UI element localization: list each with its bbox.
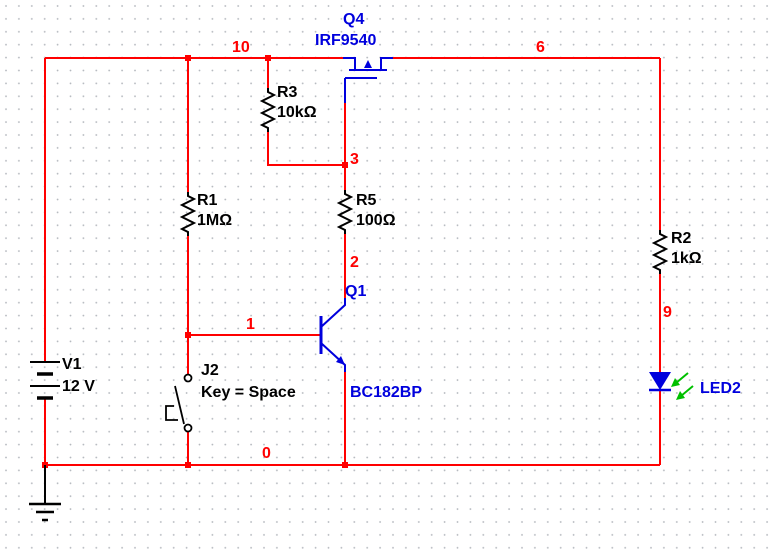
resistor-zigzag [336,190,354,234]
component-r2-resistor[interactable]: R2 1kΩ [651,230,702,274]
net-label-1: 1 [246,316,255,333]
junction-dot [342,462,348,468]
led-emission-arrowhead [676,391,685,400]
component-q1-bjt[interactable]: Q1 BC182BP [319,283,422,401]
q1-ref-label: Q1 [345,283,366,300]
switch-actuator [165,405,178,421]
r5-value-label: 100Ω [356,212,396,229]
v1-value-label: 12 V [62,378,95,395]
junction-dot [185,332,191,338]
resistor-zigzag [259,88,277,132]
mosfet-body-arrow [364,60,372,68]
component-led2[interactable]: LED2 [649,372,741,400]
q4-ref-label: Q4 [343,11,364,28]
mosfet-drain-lead [380,57,393,70]
switch-contact [183,423,193,433]
led2-ref-label: LED2 [700,380,741,397]
net-label-2: 2 [350,254,359,271]
net-label-0: 0 [262,445,271,462]
r3-ref-label: R3 [277,84,298,101]
net-label-10: 10 [232,39,250,56]
ground-symbol[interactable] [29,465,61,522]
component-q4-mosfet[interactable]: Q4 IRF9540 [315,11,393,103]
j2-ref-label: J2 [201,362,219,379]
resistor-zigzag [651,230,669,274]
junction-dot [185,55,191,61]
wires [44,57,661,466]
junction-dot [265,55,271,61]
junction-dot [185,462,191,468]
bjt-emitter-arrow [336,356,345,365]
component-r5-resistor[interactable]: R5 100Ω [336,190,396,234]
net-label-3: 3 [350,151,359,168]
led-emission-arrow [680,385,694,397]
r1-ref-label: R1 [197,192,218,209]
r1-value-label: 1MΩ [197,212,232,229]
junction-dot [342,162,348,168]
mosfet-source-lead [343,57,356,70]
led-triangle [649,372,671,390]
led-emission-arrowhead [671,378,680,387]
bjt-collector-lead [320,298,346,328]
wire-net3-r3-to-gate[interactable] [267,132,345,166]
r2-ref-label: R2 [671,230,692,247]
r3-value-label: 10kΩ [277,104,317,121]
net-label-9: 9 [663,304,672,321]
j2-key-label: Key = Space [201,384,296,401]
net-label-6: 6 [536,39,545,56]
switch-lever [174,385,185,425]
switch-contact [183,373,193,383]
component-v1-battery[interactable]: V1 12 V [30,356,95,400]
v1-ref-label: V1 [62,356,82,373]
led-emission-arrow [675,372,689,384]
r5-ref-label: R5 [356,192,377,209]
resistor-zigzag [179,192,197,236]
q1-value-label: BC182BP [350,384,422,401]
q4-value-label: IRF9540 [315,32,376,49]
component-r1-resistor[interactable]: R1 1MΩ [179,192,232,236]
r2-value-label: 1kΩ [671,250,702,267]
component-j2-switch[interactable]: J2 Key = Space [165,362,296,433]
net-labels: 10 6 3 2 1 9 0 [232,39,672,462]
component-r3-resistor[interactable]: R3 10kΩ [259,84,317,132]
